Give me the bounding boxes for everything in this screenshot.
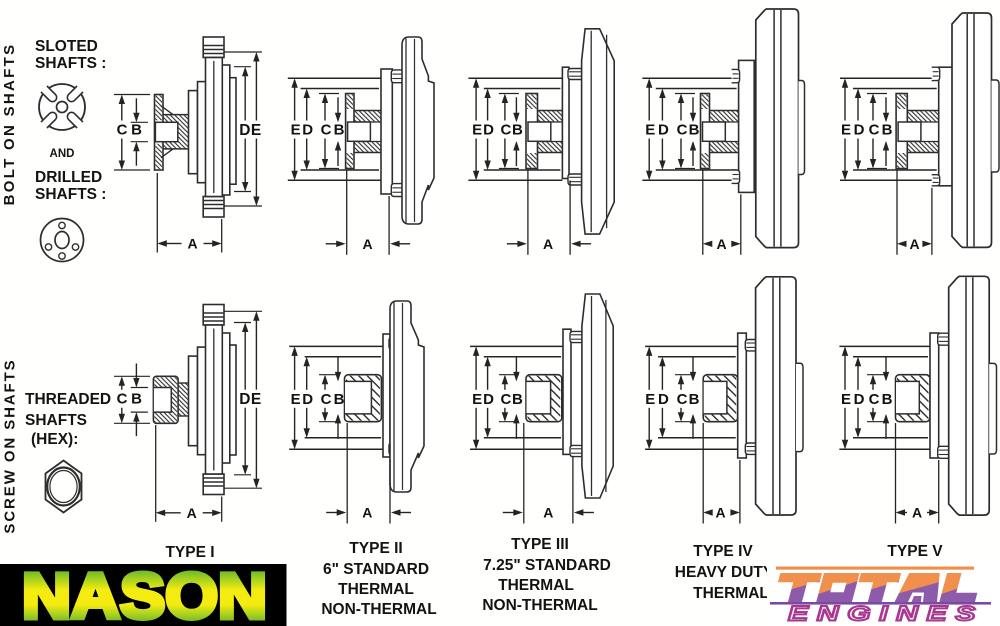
svg-text:D: D xyxy=(302,122,313,139)
svg-text:7.25" STANDARD: 7.25" STANDARD xyxy=(483,557,611,574)
svg-text:C: C xyxy=(117,391,128,408)
svg-text:DE: DE xyxy=(239,122,262,139)
svg-text:B: B xyxy=(882,391,893,408)
svg-text:SHAFTS: SHAFTS xyxy=(25,412,87,429)
svg-text:B: B xyxy=(334,122,345,139)
svg-text:D: D xyxy=(483,391,494,408)
svg-text:THREADED: THREADED xyxy=(25,391,111,408)
svg-text:D: D xyxy=(854,391,865,408)
svg-text:DRILLED: DRILLED xyxy=(35,169,102,186)
svg-text:E: E xyxy=(472,391,482,408)
svg-text:D: D xyxy=(658,122,669,139)
svg-text:C: C xyxy=(677,122,688,139)
svg-text:C: C xyxy=(869,391,880,408)
svg-text:B: B xyxy=(131,391,142,408)
svg-text:TYPE I: TYPE I xyxy=(165,544,214,561)
svg-text:NASON: NASON xyxy=(22,560,267,626)
svg-text:A: A xyxy=(543,505,553,521)
svg-text:B: B xyxy=(512,122,523,139)
svg-text:B: B xyxy=(512,391,523,408)
svg-text:TYPE II: TYPE II xyxy=(349,540,402,557)
svg-text:E: E xyxy=(841,122,851,139)
svg-text:A: A xyxy=(362,505,372,521)
svg-text:D: D xyxy=(658,391,669,408)
svg-text:B: B xyxy=(689,122,700,139)
svg-text:6" STANDARD: 6" STANDARD xyxy=(323,561,429,578)
svg-text:A: A xyxy=(715,505,725,521)
svg-text:(HEX):: (HEX): xyxy=(31,431,78,448)
svg-text:B: B xyxy=(689,391,700,408)
svg-text:D: D xyxy=(854,122,865,139)
svg-text:THERMAL: THERMAL xyxy=(498,577,574,594)
svg-text:E: E xyxy=(645,391,655,408)
svg-text:ENGINES: ENGINES xyxy=(788,603,984,626)
svg-text:E: E xyxy=(291,122,301,139)
svg-text:BOLT ON SHAFTS: BOLT ON SHAFTS xyxy=(1,43,18,206)
svg-text:TYPE III: TYPE III xyxy=(511,536,569,553)
svg-text:A: A xyxy=(187,505,197,521)
svg-text:E: E xyxy=(841,391,851,408)
svg-text:NON-THERMAL: NON-THERMAL xyxy=(482,597,597,614)
svg-text:D: D xyxy=(483,122,494,139)
svg-text:DE: DE xyxy=(239,391,262,408)
svg-text:SCREW ON SHAFTS: SCREW ON SHAFTS xyxy=(2,358,19,533)
svg-text:A: A xyxy=(912,505,922,521)
svg-text:C: C xyxy=(117,122,128,139)
svg-text:A: A xyxy=(363,236,373,252)
svg-text:C: C xyxy=(869,122,880,139)
svg-text:C: C xyxy=(500,122,511,139)
svg-text:A: A xyxy=(543,236,553,252)
svg-text:A: A xyxy=(187,236,197,252)
svg-text:TYPE V: TYPE V xyxy=(887,543,943,560)
svg-text:C: C xyxy=(321,122,332,139)
svg-text:B: B xyxy=(882,122,893,139)
svg-text:D: D xyxy=(302,391,313,408)
svg-text:E: E xyxy=(291,391,301,408)
svg-text:THERMAL: THERMAL xyxy=(693,585,769,602)
svg-text:C: C xyxy=(500,391,511,408)
svg-text:A: A xyxy=(716,236,726,252)
svg-text:E: E xyxy=(472,122,482,139)
svg-text:SHAFTS :: SHAFTS : xyxy=(35,55,106,72)
svg-text:TYPE IV: TYPE IV xyxy=(693,543,753,560)
svg-text:B: B xyxy=(131,122,142,139)
svg-text:HEAVY DUTY: HEAVY DUTY xyxy=(675,564,774,581)
svg-text:AND: AND xyxy=(50,148,75,160)
svg-text:THERMAL: THERMAL xyxy=(338,581,414,598)
svg-text:SLOTED: SLOTED xyxy=(35,38,98,55)
svg-text:SHAFTS :: SHAFTS : xyxy=(35,186,106,203)
svg-text:C: C xyxy=(321,391,332,408)
svg-text:NON-THERMAL: NON-THERMAL xyxy=(321,601,436,618)
svg-text:A: A xyxy=(909,236,919,252)
svg-text:E: E xyxy=(645,122,655,139)
svg-text:B: B xyxy=(334,391,345,408)
svg-text:C: C xyxy=(677,391,688,408)
